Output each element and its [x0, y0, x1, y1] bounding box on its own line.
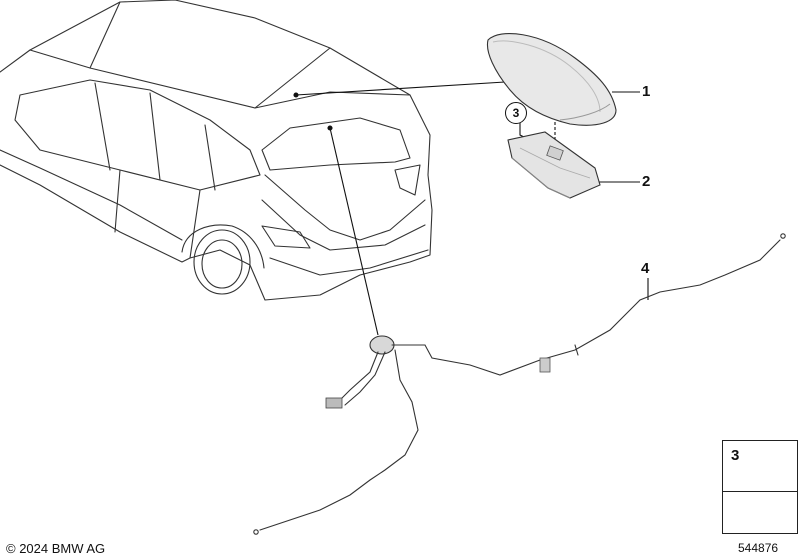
car-outline [0, 0, 433, 301]
legend-part-number: 3 [731, 447, 740, 464]
copyright-text: © 2024 BMW AG [6, 541, 106, 556]
callout-part-1: 1 [642, 83, 651, 100]
legend-divider [723, 491, 797, 492]
callout-part-2: 2 [642, 173, 651, 190]
parts-legend-box: 3 [722, 440, 798, 534]
leader-lines [293, 81, 649, 336]
callout-part-4: 4 [641, 260, 650, 277]
shark-fin-antenna-cover [486, 32, 617, 126]
callout-part-3-circled: 3 [505, 102, 527, 124]
antenna-module [507, 131, 601, 199]
document-number: 544876 [738, 541, 779, 555]
antenna-cable-harness [253, 233, 786, 535]
